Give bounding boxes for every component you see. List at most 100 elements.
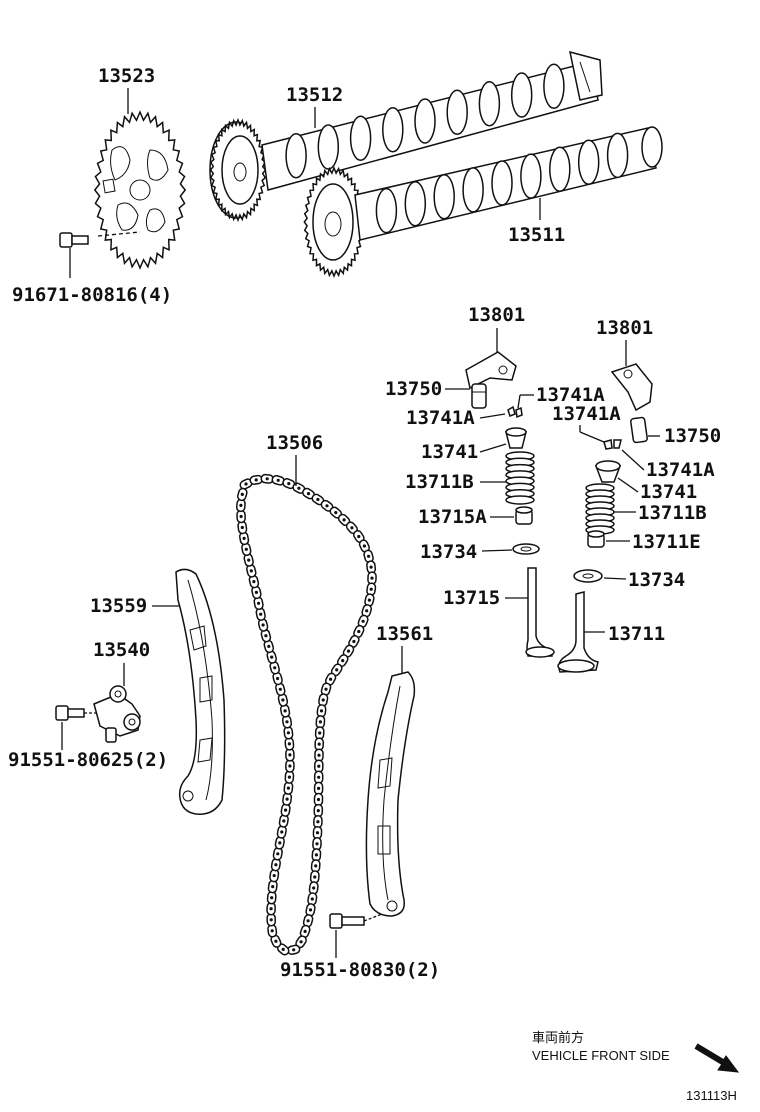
figure-code: 131113H (686, 1088, 737, 1103)
chain-pin (240, 492, 244, 496)
chain-pin (316, 497, 320, 502)
valve-13711 (557, 591, 599, 673)
chain-pin (324, 687, 328, 691)
rocker-arm-13801-right (610, 363, 653, 412)
label-91671-80816: 91671-80816(4) (12, 284, 172, 306)
chain-pin (259, 612, 263, 616)
chain-pin (317, 742, 321, 746)
valve-stem-seal-13711e (587, 530, 605, 548)
chain-pin (276, 676, 280, 681)
camshaft-13512 (209, 50, 603, 223)
chain-pin (270, 655, 274, 659)
lash-adjuster-13750-right (630, 416, 648, 444)
bolt-91551-80625 (55, 705, 96, 750)
chain-pin (274, 863, 278, 867)
chain-pin (278, 687, 282, 691)
label-13741-left: 13741 (421, 441, 478, 463)
cam-lobe (382, 106, 404, 153)
label-13750-left: 13750 (385, 378, 442, 400)
chain-pin (341, 659, 345, 663)
chain-pin (285, 797, 289, 801)
chain-pin (240, 525, 244, 530)
chain-pin (244, 547, 248, 551)
chain-pin (272, 874, 276, 878)
timing-chain-13506 (235, 473, 377, 956)
chain-pin (369, 565, 373, 569)
chain-pin (270, 896, 274, 900)
chain-pin (265, 477, 269, 481)
chain-pin (264, 634, 268, 638)
chain-pin (239, 514, 243, 519)
chain-pin (271, 885, 275, 889)
chain-tensioner-13540 (93, 685, 141, 743)
label-13523: 13523 (98, 65, 155, 87)
chain-pin (312, 886, 316, 890)
chain-pin (283, 709, 287, 713)
label-13801-left: 13801 (468, 304, 525, 326)
chain-pin (308, 908, 313, 912)
chain-pin (367, 554, 371, 558)
bolt-91671-80816 (59, 232, 89, 278)
chain-pin (278, 841, 282, 845)
label-13715: 13715 (443, 587, 500, 609)
label-13801-right: 13801 (596, 317, 653, 339)
chain-pin (288, 753, 292, 757)
chain-pin (287, 482, 291, 486)
chain-tensioner-arm-13559 (175, 568, 226, 815)
chain-pin (270, 929, 274, 933)
chain-pin (370, 576, 374, 580)
cam-lobe (446, 89, 468, 136)
cam-lobe (478, 80, 501, 127)
camshaft-13511 (303, 126, 663, 279)
chain-pin (285, 720, 289, 724)
chain-pin (257, 601, 261, 605)
label-13711b-right: 13711B (638, 502, 707, 524)
chain-pin (335, 668, 339, 672)
label-13750-right: 13750 (664, 425, 721, 447)
cam-lobe (543, 63, 565, 110)
label-13741a-right-1: 13741A (552, 403, 621, 425)
chain-pin (334, 510, 338, 515)
front-direction-arrow-icon (694, 1043, 740, 1073)
cam-lobe (549, 146, 571, 192)
chain-pin (317, 786, 321, 791)
spring-seat-13734-left (512, 543, 540, 555)
chain-pin (287, 742, 291, 746)
valve-13715 (525, 567, 555, 658)
chain-pin (316, 820, 320, 824)
label-13540: 13540 (93, 639, 150, 661)
chain-pin (306, 919, 310, 923)
chain-pin (242, 536, 246, 541)
cam-lobe (491, 160, 513, 206)
chain-pin (365, 609, 369, 613)
chain-pin (310, 897, 314, 901)
chain-pin (346, 649, 351, 653)
chain-pin (325, 504, 329, 508)
chain-pin (276, 478, 280, 482)
label-13715a: 13715A (418, 506, 487, 528)
chain-pin (254, 478, 258, 482)
valve-stem-seal-13715a (515, 506, 533, 525)
label-13741a-left-2: 13741A (406, 407, 475, 429)
chain-pin (316, 809, 320, 813)
chain-guide-13561 (365, 671, 416, 917)
lash-adjuster-13750-left (471, 383, 487, 409)
label-13734-left: 13734 (420, 541, 477, 563)
chain-pin (261, 623, 265, 627)
chain-pin (357, 534, 361, 539)
chain-pin (288, 764, 292, 768)
chain-pin (299, 940, 303, 944)
chain-pin (315, 842, 319, 846)
chain-pin (297, 486, 301, 490)
cam-lobe (520, 153, 542, 199)
label-13506: 13506 (266, 432, 323, 454)
chain-pin (269, 907, 273, 911)
chain-pin (352, 639, 356, 644)
camshaft-sprocket-13523 (93, 110, 187, 270)
chain-pin (282, 819, 286, 823)
chain-pin (280, 830, 284, 834)
chain-pin (292, 948, 296, 952)
label-13512: 13512 (286, 84, 343, 106)
chain-pin (239, 503, 243, 507)
